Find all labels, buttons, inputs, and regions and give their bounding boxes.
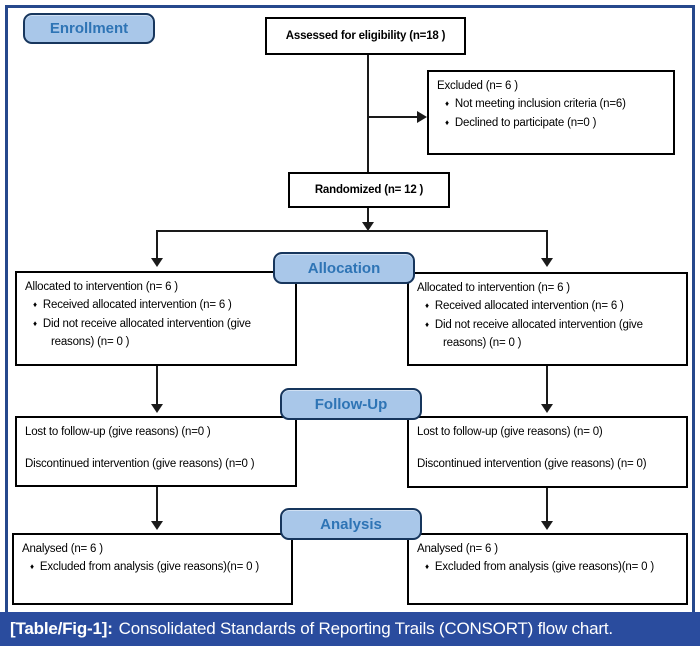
analysis-right-bullet-1: Excluded from analysis (give reasons)(n=… (434, 561, 654, 574)
box-analysis-right: Analysed (n= 6 ) ♦ Excluded from analysis… (407, 533, 688, 605)
diamond-bullet-icon: ♦ (425, 301, 429, 311)
allocation-right-bullet-2: Did not receive allocated intervention (… (434, 318, 643, 350)
list-item: ♦ Did not receive allocated intervention … (417, 316, 678, 353)
diamond-bullet-icon: ♦ (445, 117, 449, 127)
diamond-bullet-icon: ♦ (30, 562, 34, 572)
box-allocation-right: Allocated to intervention (n= 6 ) ♦ Recei… (407, 272, 688, 366)
analysis-left-bullet-1: Excluded from analysis (give reasons)(n=… (39, 561, 259, 574)
list-item: ♦ Excluded from analysis (give reasons)(n… (417, 558, 678, 576)
followup-right-line-2: Discontinued intervention (give reasons)… (417, 458, 647, 471)
connector-followup-to-analysis-right (546, 488, 548, 523)
diamond-bullet-icon: ♦ (445, 99, 449, 109)
box-excluded-title: Excluded (n= 6 ) (437, 80, 518, 92)
caption-text: Consolidated Standards of Reporting Trai… (118, 619, 613, 638)
arrowhead-right-icon (417, 111, 427, 123)
diamond-bullet-icon: ♦ (425, 562, 429, 572)
connector-allocation-to-followup-left (156, 366, 158, 406)
list-item: ♦ Excluded from analysis (give reasons)(n… (22, 558, 283, 576)
box-allocation-left: Allocated to intervention (n= 6 ) ♦ Recei… (15, 271, 297, 366)
stage-pill-enrollment: Enrollment (23, 13, 155, 44)
box-assessed-text: Assessed for eligibility (n=18 ) (285, 29, 446, 42)
followup-left-line-2: Discontinued intervention (give reasons)… (25, 458, 255, 471)
connector-to-excluded (368, 116, 418, 118)
box-followup-right: Lost to follow-up (give reasons) (n= 0) … (407, 416, 688, 488)
caption-label: [Table/Fig-1]: (10, 619, 113, 638)
allocation-left-title: Allocated to intervention (n= 6 ) (25, 281, 178, 293)
followup-right-line-1: Lost to follow-up (give reasons) (n= 0) (417, 426, 603, 438)
allocation-right-title: Allocated to intervention (n= 6 ) (417, 282, 570, 294)
stage-pill-allocation: Allocation (273, 252, 415, 284)
list-item: ♦ Declined to participate (n=0 ) (437, 114, 665, 132)
arrowhead-down-icon (541, 521, 553, 530)
diamond-bullet-icon: ♦ (425, 319, 429, 329)
stage-pill-follow-up: Follow-Up (280, 388, 422, 420)
diamond-bullet-icon: ♦ (33, 300, 37, 310)
followup-left-line-1: Lost to follow-up (give reasons) (n=0 ) (25, 426, 211, 438)
analysis-left-title: Analysed (n= 6 ) (22, 543, 103, 555)
box-assessed-for-eligibility: Assessed for eligibility (n=18 ) (265, 17, 466, 55)
box-randomized: Randomized (n= 12 ) (288, 172, 450, 208)
arrowhead-down-icon (151, 521, 163, 530)
box-analysis-left: Analysed (n= 6 ) ♦ Excluded from analysis… (12, 533, 293, 605)
figure-caption-bar: [Table/Fig-1]: Consolidated Standards of… (0, 612, 700, 646)
list-item: ♦ Did not receive allocated intervention … (25, 315, 287, 352)
arrowhead-down-icon (541, 258, 553, 267)
stage-label-follow-up: Follow-Up (314, 395, 388, 413)
allocation-left-bullet-1: Received allocated intervention (n= 6 ) (42, 299, 232, 312)
connector-followup-to-analysis-left (156, 487, 158, 523)
list-item: ♦ Received allocated intervention (n= 6 ) (25, 296, 287, 314)
connector-allocation-to-followup-right (546, 366, 548, 406)
excluded-bullet-2: Declined to participate (n=0 ) (454, 116, 597, 129)
connector-randomized-to-split (367, 208, 369, 224)
allocation-left-bullet-2: Did not receive allocated intervention (… (42, 317, 251, 349)
connector-split-horizontal (156, 230, 548, 232)
connector-assessed-to-randomized (367, 55, 369, 172)
stage-label-allocation: Allocation (307, 259, 381, 277)
arrowhead-down-icon (151, 404, 163, 413)
stage-label-enrollment: Enrollment (49, 20, 129, 37)
arrowhead-down-icon (151, 258, 163, 267)
allocation-right-bullet-1: Received allocated intervention (n= 6 ) (434, 300, 624, 313)
stage-label-analysis: Analysis (320, 515, 382, 533)
arrowhead-down-icon (541, 404, 553, 413)
box-randomized-text: Randomized (n= 12 ) (314, 183, 424, 196)
arrowhead-down-icon (362, 222, 374, 231)
stage-pill-analysis: Analysis (280, 508, 422, 540)
diamond-bullet-icon: ♦ (33, 318, 37, 328)
excluded-bullet-1: Not meeting inclusion criteria (n=6) (454, 98, 626, 111)
connector-split-to-allocation-right (546, 231, 548, 259)
box-excluded: Excluded (n= 6 ) ♦ Not meeting inclusion … (427, 70, 675, 155)
list-item: ♦ Not meeting inclusion criteria (n=6) (437, 95, 665, 113)
connector-split-to-allocation-left (156, 231, 158, 259)
list-item: ♦ Received allocated intervention (n= 6 ) (417, 297, 678, 315)
analysis-right-title: Analysed (n= 6 ) (417, 543, 498, 555)
box-followup-left: Lost to follow-up (give reasons) (n=0 ) … (15, 416, 297, 487)
